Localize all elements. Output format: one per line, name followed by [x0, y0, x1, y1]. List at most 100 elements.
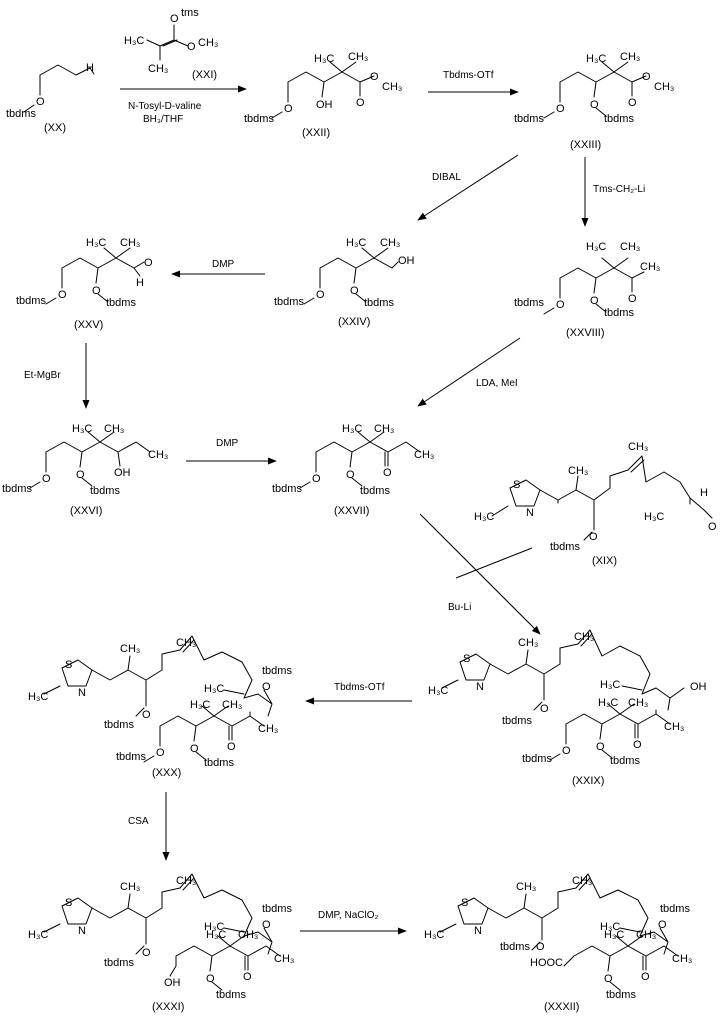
atom-tbdms: tbdms: [610, 755, 640, 767]
atom-o: O: [262, 919, 271, 931]
reagent-11: CSA: [128, 816, 149, 827]
atom-h: H: [86, 62, 94, 74]
reagent-9: Bu-Li: [448, 602, 471, 613]
atom-tbdms: tbdms: [2, 483, 32, 495]
atom-o: O: [356, 97, 365, 109]
atom-oh: OH: [690, 681, 707, 693]
compound-xxiii: H₃C CH₃ O O CH₃ O tbdms O tbdms (XXIII): [514, 51, 674, 151]
atom-ch3: CH₃: [222, 699, 242, 711]
reagent-4: Tms-CH₂-Li: [593, 184, 645, 195]
compound-xxi: H₃C CH₃ O tms O CH₃ (XXI): [124, 7, 218, 81]
arrow-step-3: DIBAL: [417, 154, 519, 221]
atom-hooc: HOOC: [530, 957, 563, 969]
label-xxvi: (XXVI): [70, 505, 102, 517]
atom-tbdms: tbdms: [514, 297, 544, 309]
reagent-8: LDA, MeI: [476, 378, 518, 389]
atom-o: O: [187, 41, 196, 53]
atom-o: O: [556, 299, 565, 311]
reagent-6: Et-MgBr: [24, 370, 61, 381]
atom-o: O: [42, 473, 51, 485]
atom-tbdms: tbdms: [550, 541, 580, 553]
atom-h: H: [136, 277, 144, 289]
arrow-step-4: Tms-CH₂-Li: [581, 157, 645, 227]
atom-o: O: [540, 703, 549, 715]
atom-o: O: [36, 96, 45, 108]
atom-tbdms: tbdms: [522, 753, 552, 765]
atom-s: S: [65, 659, 72, 671]
atom-tbdms: tbdms: [274, 296, 304, 308]
atom-s: S: [513, 479, 520, 491]
compound-xxv: H₃C CH₃ O H O tbdms O tbdms (XXV): [16, 237, 153, 331]
atom-h3c: H₃C: [600, 921, 620, 933]
label-xxviii: (XXVIII): [566, 327, 605, 339]
atom-o: O: [590, 295, 599, 307]
atom-o: O: [156, 747, 165, 759]
atom-tbdms: tbdms: [606, 989, 636, 1001]
atom-n: N: [476, 681, 484, 693]
label-xxxi: (XXXI): [152, 1001, 184, 1013]
arrow-step-9: Bu-Li: [419, 513, 541, 635]
atom-tbdms: tbdms: [502, 715, 532, 727]
compound-xxvi: H₃C CH₃ OH CH₃ O tbdms O tbdms (XXVI): [2, 423, 168, 517]
atom-o: O: [562, 745, 571, 757]
atom-s: S: [461, 897, 468, 909]
atom-ch3: CH₃: [654, 81, 674, 93]
compound-xxxii: S N H₃C CH₃ CH₃ O tbdms H₃C O tbdms HOOC…: [424, 873, 692, 1013]
atom-ch3: CH₃: [258, 723, 278, 735]
atom-o: O: [628, 97, 637, 109]
atom-o: O: [370, 71, 379, 83]
atom-o: O: [58, 289, 67, 301]
label-xxiv: (XXIV): [338, 316, 370, 328]
atom-ch3: CH₃: [104, 423, 124, 435]
atom-s: S: [65, 897, 72, 909]
label-xxii: (XXII): [302, 127, 330, 139]
atom-ch3: CH₃: [274, 953, 294, 965]
atom-o: O: [262, 681, 271, 693]
atom-h3c: H₃C: [124, 35, 144, 47]
atom-o: O: [170, 13, 179, 25]
atom-h3c: H₃C: [206, 929, 226, 941]
reagent-10: Tbdms-OTf: [334, 682, 385, 693]
atom-o: O: [590, 99, 599, 111]
atom-o: O: [284, 103, 293, 115]
atom-o: O: [708, 521, 717, 533]
atom-ch3: CH₃: [568, 465, 588, 477]
arrow-step-1: N-Tosyl-D-valine BH₃/THF: [120, 85, 247, 125]
label-xxxii: (XXXII): [544, 1001, 579, 1013]
atom-h3c: H₃C: [342, 423, 362, 435]
atom-tbdms: tbdms: [604, 307, 634, 319]
atom-tbdms: tbdms: [360, 485, 390, 497]
reagent-1b: BH₃/THF: [143, 114, 183, 125]
atom-tbdms: tbdms: [262, 903, 292, 915]
atom-o: O: [596, 741, 605, 753]
atom-o: O: [316, 289, 325, 301]
atom-h3c: H₃C: [314, 53, 334, 65]
atom-h3c: H₃C: [204, 683, 224, 695]
atom-ch3: CH₃: [120, 237, 140, 249]
reagent-12: DMP, NaClO₂: [318, 910, 378, 921]
atom-h3c: H₃C: [28, 691, 48, 703]
atom-oh: OH: [114, 467, 131, 479]
atom-h3c: H₃C: [600, 679, 620, 691]
atom-oh: OH: [398, 255, 415, 267]
atom-n: N: [474, 925, 482, 937]
arrow-step-2: Tbdms-OTf: [428, 70, 519, 96]
atom-h3c: H₃C: [72, 423, 92, 435]
atom-o: O: [312, 473, 321, 485]
atom-h3c: H₃C: [644, 511, 664, 523]
atom-tbdms: tbdms: [6, 108, 36, 120]
atom-o: O: [633, 739, 642, 751]
atom-ch3: CH₃: [382, 81, 402, 93]
atom-h3c: H₃C: [204, 921, 224, 933]
arrow-step-5: DMP: [171, 259, 265, 278]
atom-ch3: CH₃: [516, 881, 536, 893]
atom-tbdms: tbdms: [104, 719, 134, 731]
compound-xix: S N H₃C CH₃ CH₃ H₃C H O O tbdms (XIX): [474, 441, 717, 567]
atom-ch3: CH₃: [380, 237, 400, 249]
atom-h3c: H₃C: [586, 53, 606, 65]
atom-h3c: H₃C: [28, 929, 48, 941]
atom-n: N: [78, 925, 86, 937]
reagent-7: DMP: [216, 438, 239, 449]
atom-ch3: CH₃: [628, 441, 648, 453]
compound-xxii: H₃C CH₃ O O CH₃ OH O tbdms (XXII): [244, 51, 402, 139]
